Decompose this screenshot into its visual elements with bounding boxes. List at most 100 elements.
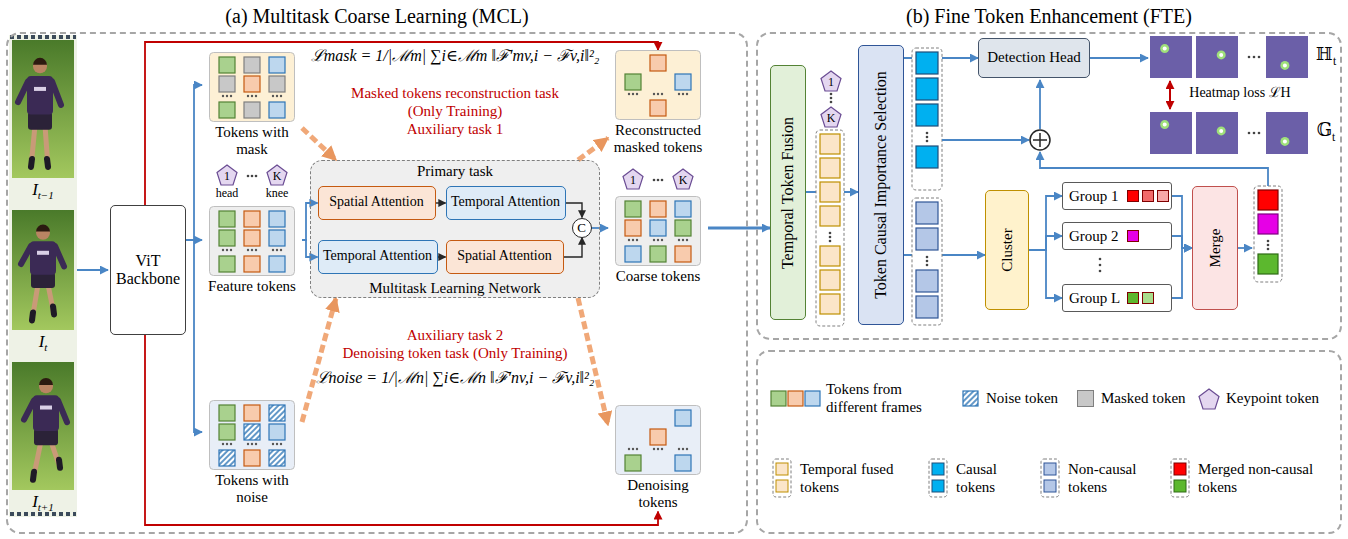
token-square	[625, 220, 641, 236]
token-square	[219, 211, 235, 227]
ellipsis-dot	[632, 448, 634, 450]
ellipsis-dot	[636, 93, 638, 95]
ellipsis-dot	[255, 175, 258, 178]
keypoint-index: 1	[216, 168, 238, 184]
ellipsis-dot	[280, 95, 282, 97]
grid-ground	[210, 53, 295, 122]
symbol-label: 𝔾t	[1317, 120, 1336, 144]
ellipsis-dot	[247, 95, 249, 97]
legend-text: Keypoint token	[1226, 389, 1336, 407]
token-square	[675, 246, 691, 262]
keypoint-index: K	[266, 168, 288, 184]
ellipsis-dot	[657, 179, 660, 182]
keypoint-token: 1	[216, 164, 238, 186]
grid-ground	[210, 207, 295, 276]
ellipsis-dot	[280, 443, 282, 445]
ellipsis-dot	[661, 179, 664, 182]
symbol-subscript: t−1	[38, 189, 54, 201]
token-square	[625, 201, 641, 217]
flow-arrow	[145, 335, 658, 525]
ellipsis-dot	[628, 239, 630, 241]
token-square	[675, 455, 691, 471]
token-square	[1142, 292, 1154, 304]
token-grid-drawing	[615, 50, 701, 120]
token-square	[269, 450, 285, 466]
process-box: Spatial Attention	[318, 186, 436, 220]
ellipsis-dot	[678, 93, 680, 95]
flow-arrow	[1029, 250, 1062, 298]
symbol-base: I	[32, 180, 38, 199]
concat-symbol: C	[573, 219, 591, 236]
legend-text: Merged non-causal tokens	[1198, 460, 1328, 496]
box-label: Token Causal Importance Selection	[872, 71, 890, 299]
legend-sample	[772, 458, 792, 502]
legend-sample	[770, 390, 822, 412]
ellipsis-dot	[222, 95, 224, 97]
flow-arrow	[186, 240, 202, 432]
token-square	[776, 463, 788, 475]
legend-text: Masked token	[1101, 389, 1196, 407]
ellipsis-dot	[636, 448, 638, 450]
grid-ground	[616, 197, 701, 266]
column-outline	[1041, 459, 1059, 497]
token-square	[269, 230, 285, 246]
symbol-subscript: t	[44, 341, 47, 353]
ellipsis-dot	[230, 249, 232, 251]
process-box: Token Causal Importance Selection	[858, 45, 904, 325]
ellipsis-dot	[661, 93, 663, 95]
heatmap	[1196, 36, 1238, 78]
text-label: Heatmap loss ℒH	[1189, 85, 1290, 101]
ellipsis-dot	[632, 93, 634, 95]
box-label: Merge	[1207, 229, 1224, 268]
token-square	[269, 57, 285, 73]
token-square	[776, 480, 788, 492]
text-label: knee	[266, 187, 289, 201]
heatmap	[1150, 112, 1192, 154]
ellipsis-dot	[226, 249, 228, 251]
flow-arrow	[1029, 196, 1062, 250]
symbol-label: ℍt	[1316, 44, 1336, 68]
token-square	[675, 74, 691, 90]
ellipsis-dot	[653, 93, 655, 95]
flow-arrow	[1172, 236, 1192, 248]
ellipsis-dot	[682, 93, 684, 95]
flow-arrow	[438, 256, 446, 257]
ellipsis-dot	[830, 97, 833, 100]
token-square	[650, 201, 666, 217]
flow-arrow	[1172, 248, 1192, 298]
keypoint-token: 1	[820, 70, 842, 92]
token-square	[1174, 480, 1186, 492]
keypoint-token: K	[266, 164, 288, 186]
grid-caption: Feature tokens	[202, 278, 302, 295]
token-square	[244, 256, 260, 272]
token-square	[269, 256, 285, 272]
process-box: Merge	[1192, 186, 1238, 310]
heatmap	[1266, 112, 1308, 154]
flow-wire	[1039, 80, 1041, 129]
token-square	[1044, 463, 1056, 475]
ellipsis-dot	[686, 239, 688, 241]
keypoint-token: 1	[622, 168, 644, 190]
stage-panel: (b) Fine Token Enhancement (FTE)Temporal…	[756, 32, 1342, 340]
keypoint-token: K	[820, 106, 842, 128]
ellipsis-dot	[830, 101, 833, 104]
ellipsis-dot	[628, 448, 630, 450]
process-box: Temporal Attention	[318, 240, 438, 274]
token-square	[219, 424, 235, 440]
symbol-label: It	[39, 332, 48, 354]
token-square	[650, 100, 666, 116]
heatmap	[1266, 36, 1308, 78]
flow-arrow	[1172, 196, 1192, 248]
ellipsis-dot	[1253, 56, 1256, 59]
token-square	[219, 256, 235, 272]
keypoint-index: 1	[622, 172, 644, 188]
video-frame	[12, 40, 74, 178]
legend-sample	[1198, 388, 1220, 414]
grid-ground	[616, 406, 701, 475]
video-frame	[12, 362, 74, 490]
legend-text: Tokens from different frames	[826, 380, 946, 416]
flow-arrow	[302, 298, 336, 422]
network-box: Primary taskMultitask Learning NetworkSp…	[310, 160, 600, 298]
token-square	[1174, 463, 1186, 475]
